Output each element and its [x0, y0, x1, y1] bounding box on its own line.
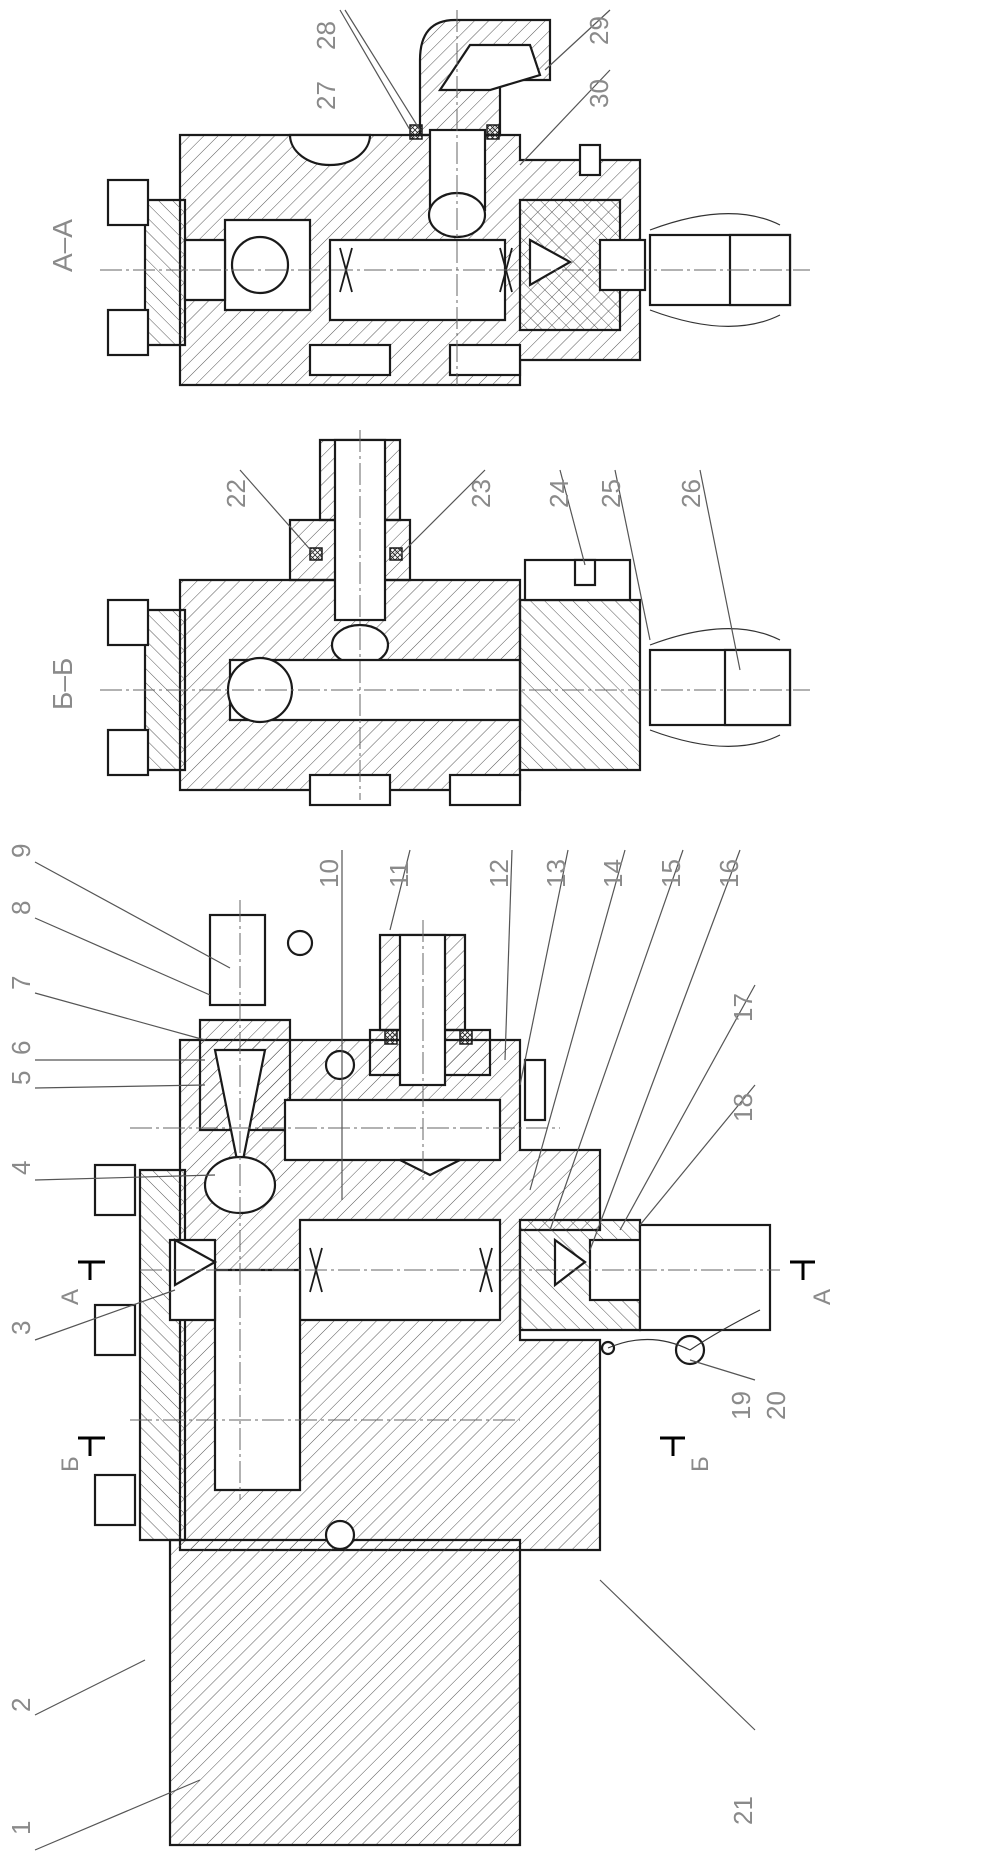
o-ring [459, 1029, 473, 1045]
callout-11: 11 [384, 861, 414, 888]
callout-19: 19 [726, 1391, 756, 1420]
callout-21: 21 [728, 1796, 758, 1825]
callout-8: 8 [6, 901, 36, 915]
adjust-screw [208, 913, 267, 1007]
o-ring [486, 124, 500, 140]
callout-1: 1 [6, 1821, 36, 1835]
bolt-head [93, 1303, 137, 1357]
bolt-head [106, 728, 150, 777]
callout-26: 26 [676, 479, 706, 508]
callout-3: 3 [6, 1321, 36, 1335]
callout-28: 28 [311, 21, 341, 50]
cutting-label-a-right: А [809, 1289, 836, 1305]
callout-20: 20 [761, 1391, 791, 1420]
callout-15: 15 [656, 859, 686, 888]
section-title-a-a: А–А [47, 219, 78, 272]
callout-14: 14 [598, 859, 628, 888]
bolt-head [106, 308, 150, 357]
callout-18: 18 [728, 1093, 758, 1122]
callout-6: 6 [6, 1041, 36, 1055]
seal-wire-lead [286, 929, 314, 957]
o-ring [384, 1029, 398, 1045]
o-ring [409, 124, 423, 140]
callout-23: 23 [466, 479, 496, 508]
callout-2: 2 [6, 1698, 36, 1712]
section-view-b-b: Б–Б [47, 430, 810, 807]
screw [578, 143, 602, 177]
callout-12: 12 [484, 859, 514, 888]
callout-17: 17 [728, 993, 758, 1022]
callout-16: 16 [714, 859, 744, 888]
valve-cap [638, 1223, 772, 1332]
callout-25: 25 [596, 479, 626, 508]
callout-30: 30 [584, 79, 614, 108]
section-view-a-a: А–А [47, 10, 810, 387]
cutting-label-b-right: Б [687, 1456, 714, 1472]
o-ring [309, 547, 323, 561]
cutting-plane-b: Б Б [57, 1436, 714, 1472]
bolt-head [93, 1163, 137, 1217]
callout-layer: 1 2 3 4 5 6 7 8 9 10 11 12 13 14 15 16 1… [6, 9, 791, 1851]
screw [523, 1058, 547, 1122]
o-ring [389, 547, 403, 561]
callout-22: 22 [221, 479, 251, 508]
bolt-head [106, 178, 150, 227]
callout-4: 4 [6, 1161, 36, 1175]
callout-13: 13 [541, 859, 571, 888]
callout-10: 10 [314, 859, 344, 888]
section-title-b-b: Б–Б [47, 658, 78, 710]
screw [573, 558, 597, 587]
callout-29: 29 [584, 16, 614, 45]
main-section-view [93, 900, 780, 1847]
cutting-label-b-left: Б [57, 1456, 84, 1472]
cutting-plane-a: А А [57, 1260, 836, 1305]
callout-5: 5 [6, 1071, 36, 1085]
callout-9: 9 [6, 844, 36, 858]
cutting-label-a-left: А [57, 1289, 84, 1305]
bolt-head [106, 598, 150, 647]
callout-27: 27 [311, 81, 341, 110]
bolt-head [93, 1473, 137, 1527]
callout-24: 24 [544, 479, 574, 508]
callout-7: 7 [6, 976, 36, 990]
